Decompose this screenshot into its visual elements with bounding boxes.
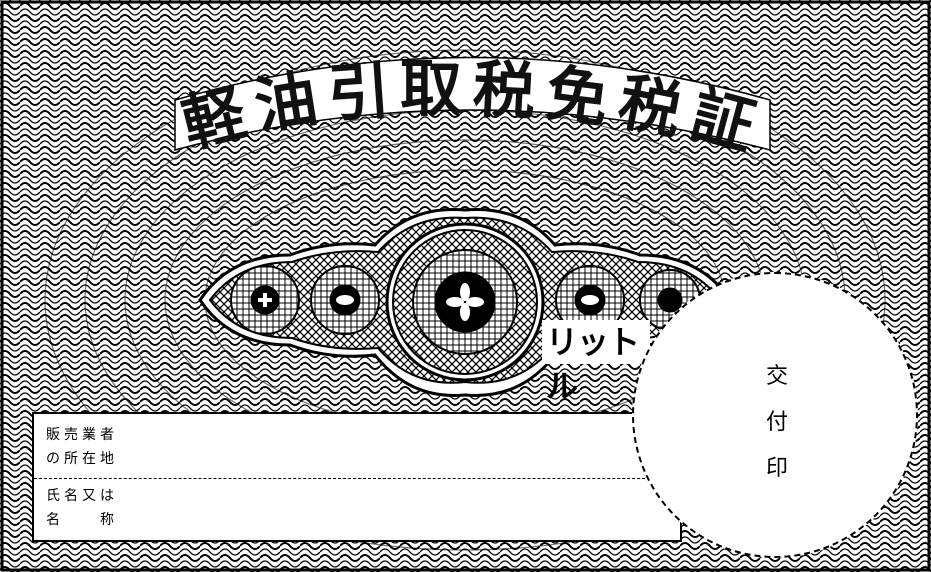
- seal-char-3: 印: [766, 456, 789, 481]
- title-char: 証: [683, 77, 763, 164]
- unit-label-liters: リットル: [542, 320, 650, 405]
- seller-address-label-line2: の所在地: [46, 451, 118, 467]
- seller-address-label-line1: 販売業者: [46, 427, 118, 443]
- title-char: 税: [471, 52, 537, 129]
- seller-address-row: 販売業者 の所在地: [34, 414, 680, 478]
- name-label-line2: 名 称: [46, 512, 118, 528]
- name-row: 氏名又は 名 称: [34, 478, 680, 543]
- title-char: 油: [249, 61, 323, 144]
- seller-info-form: 販売業者 の所在地 氏名又は 名 称: [32, 412, 682, 542]
- seal-char-2: 付: [766, 410, 789, 435]
- title-char: 税: [612, 64, 688, 149]
- name-label-line1: 氏名又は: [46, 488, 118, 504]
- title-char: 免: [541, 56, 613, 137]
- seal-char-1: 交: [766, 364, 789, 389]
- issuance-seal-area: 交 付 印: [632, 272, 918, 558]
- title-char: 取: [400, 52, 463, 125]
- title-char: 引: [325, 53, 393, 132]
- title-char: 軽: [174, 75, 253, 162]
